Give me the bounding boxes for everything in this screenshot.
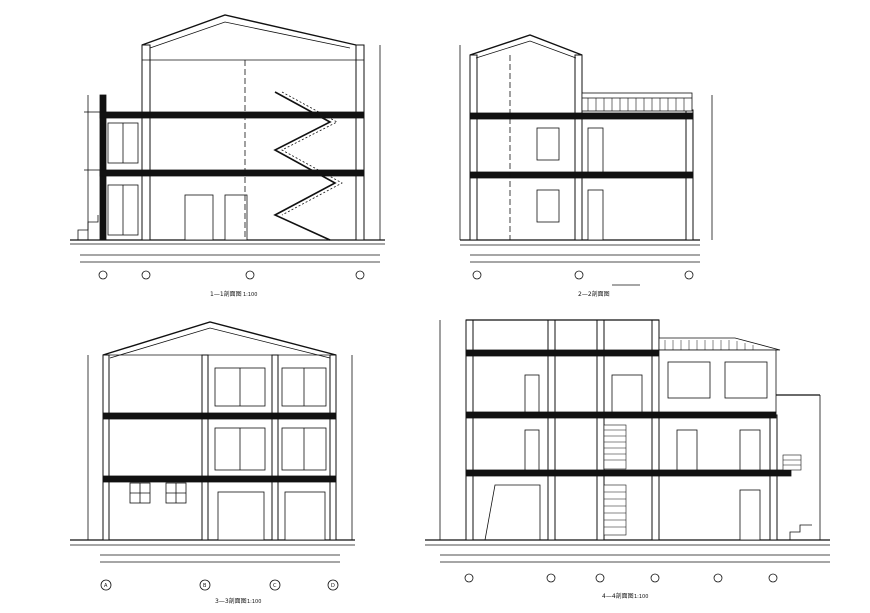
axis-label: C [273, 583, 277, 589]
section-title: 2—2剖面图 [578, 290, 610, 298]
section-title: 1—1剖面图 [210, 290, 242, 298]
section-title: 3—3剖面图 [215, 597, 247, 605]
axis-label: D [331, 583, 335, 589]
section-title: 4—4剖面图 [602, 592, 634, 600]
section-scale: 1:100 [634, 594, 648, 600]
section-1-1: 1—1剖面图 1:100 [70, 14, 385, 298]
section-scale: 1:100 [243, 292, 257, 298]
section-scale: 1:100 [247, 599, 261, 605]
section-2-2: 2—2剖面图 [459, 34, 713, 298]
axis-label: A [104, 583, 108, 589]
axis-label: B [203, 583, 207, 589]
section-3-3: A B C D 3—3剖面图 1:100 [70, 321, 355, 605]
section-4-4: 4—4剖面图 1:100 [425, 319, 830, 600]
